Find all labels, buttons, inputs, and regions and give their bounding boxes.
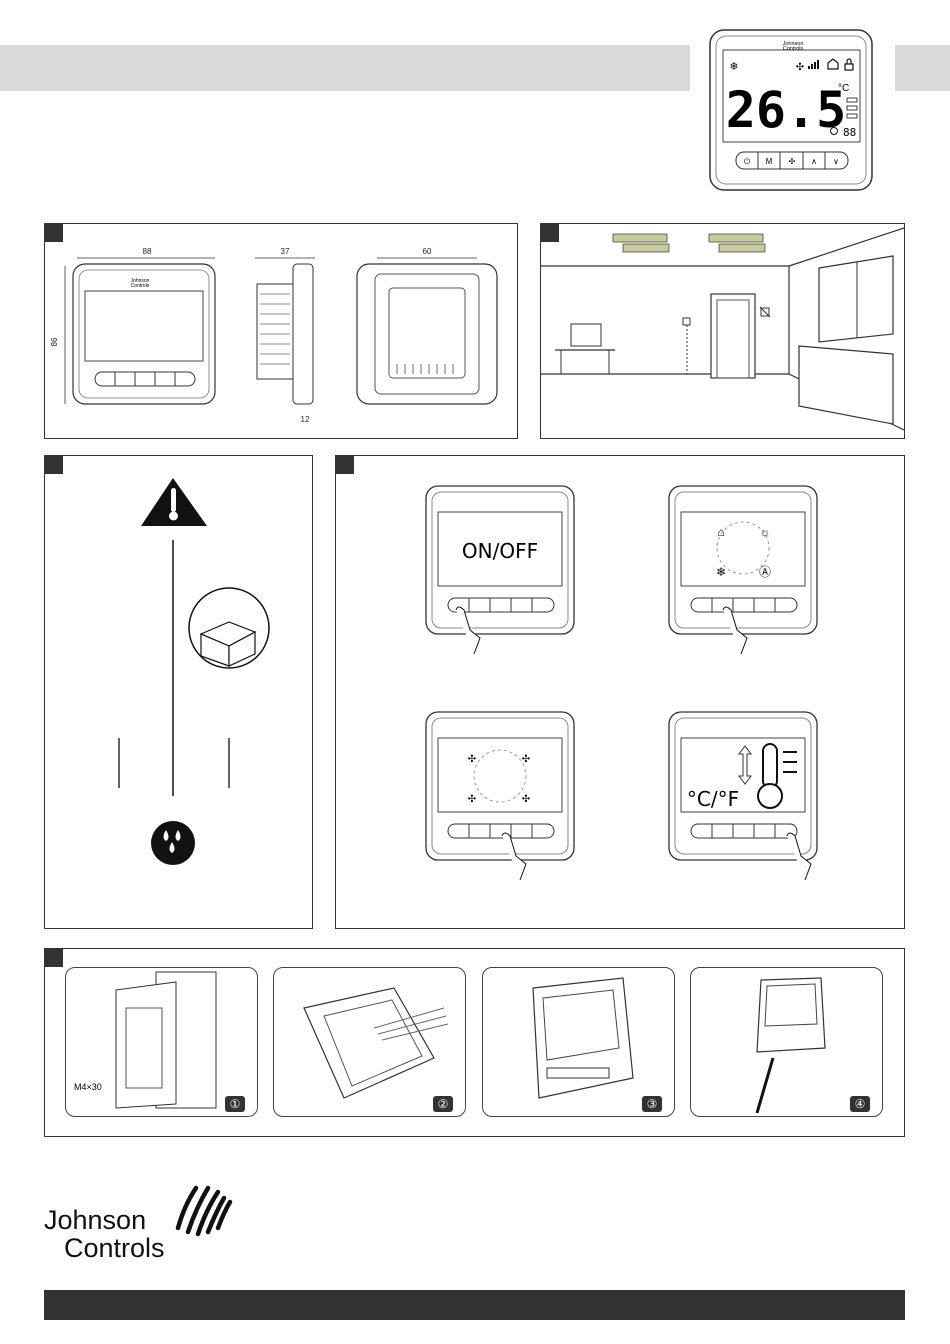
dim-base-depth: 12 — [301, 415, 310, 424]
dim-width: 88 — [143, 247, 152, 256]
power-icon: ⏻ — [744, 157, 751, 166]
desk-with-laptop — [555, 324, 615, 374]
dim-depth: 37 — [281, 247, 290, 256]
ceiling-vent-1 — [613, 234, 669, 252]
onoff-label: ON/OFF — [462, 539, 538, 563]
brand-name-line2: Controls — [64, 1233, 165, 1263]
down-icon: ∨ — [833, 157, 839, 166]
up-icon: ∧ — [811, 157, 817, 166]
hero-temperature: 26.5 — [726, 81, 846, 139]
dim-height: 86 — [50, 337, 59, 346]
humidity-icon — [151, 821, 195, 865]
step-number: ① — [225, 1096, 245, 1112]
front-logo-2: Controls — [131, 283, 150, 289]
thermostat-location — [683, 318, 690, 374]
hero-thermostat: Johnson Controls ❄ ✣ 26.5 °C 88 ⏻ M ✣ ∧ … — [708, 28, 876, 194]
room-placement-panel — [540, 223, 905, 439]
svg-text:❄: ❄ — [729, 61, 738, 73]
svg-text:✣: ✣ — [796, 62, 804, 73]
fan-speed-device: ✣ ✣ ✣ ✣ — [426, 712, 574, 880]
ceiling-vent-2 — [709, 234, 765, 252]
install-step-4: ④ — [690, 967, 883, 1117]
step-number: ② — [433, 1096, 453, 1112]
home-icon: ⌂ — [717, 525, 724, 539]
mode-device: ⌂ ☼ ❄ Ⓐ — [669, 486, 817, 654]
hero-button-row: ⏻ M ✣ ∧ ∨ — [736, 152, 848, 169]
unit-label: °C/°F — [687, 787, 739, 811]
dimensions-panel: 88 86 Johnson Controls 37 12 60 — [44, 223, 518, 439]
storage-box-icon — [189, 588, 269, 668]
section-tag — [45, 949, 63, 967]
hero-logo-text-2: Controls — [783, 46, 804, 52]
footer-bar — [44, 1290, 905, 1320]
header-bar-left — [0, 45, 690, 91]
install-step-2: ② — [273, 967, 466, 1117]
brand-logo-mark — [170, 1178, 234, 1240]
hero-timer: 88 — [843, 126, 856, 139]
header-bar-right — [895, 45, 950, 91]
install-step-3: ③ — [482, 967, 675, 1117]
sun-icon: ☼ — [760, 525, 771, 539]
environment-panel — [44, 455, 313, 929]
screw-label: M4×30 — [74, 1082, 102, 1092]
onoff-device: ON/OFF — [426, 486, 574, 654]
fan-auto-icon: ✣ — [522, 794, 530, 805]
auto-icon: Ⓐ — [759, 565, 771, 579]
radiator-unit — [799, 346, 893, 424]
fan-low-icon: ✣ — [468, 754, 476, 765]
step-number: ④ — [850, 1096, 870, 1112]
fan-high-icon: ✣ — [468, 794, 476, 805]
fan-mid-icon: ✣ — [522, 754, 530, 765]
mode-button-label: M — [766, 157, 773, 166]
dim-back-width: 60 — [423, 247, 432, 256]
temperature-warning-icon — [141, 478, 207, 526]
snowflake-icon: ❄ — [729, 61, 738, 73]
no-vent-icon — [760, 307, 770, 317]
window — [819, 256, 893, 342]
brand-name-line1: Johnson — [44, 1205, 146, 1235]
temperature-device: °C/°F — [669, 712, 817, 880]
installation-panel: M4×30 ① ② ③ ④ — [44, 948, 905, 1137]
fan-button-icon: ✣ — [789, 157, 796, 166]
fan-icon: ✣ — [796, 62, 804, 73]
hero-unit: °C — [838, 83, 849, 94]
install-step-1: M4×30 ① — [65, 967, 258, 1117]
step-number: ③ — [642, 1096, 662, 1112]
operation-panel: ON/OFF ⌂ ☼ ❄ Ⓐ ✣ ✣ ✣ ✣ °C/°F — [335, 455, 905, 929]
snowflake-icon: ❄ — [716, 565, 726, 579]
door — [711, 294, 755, 378]
